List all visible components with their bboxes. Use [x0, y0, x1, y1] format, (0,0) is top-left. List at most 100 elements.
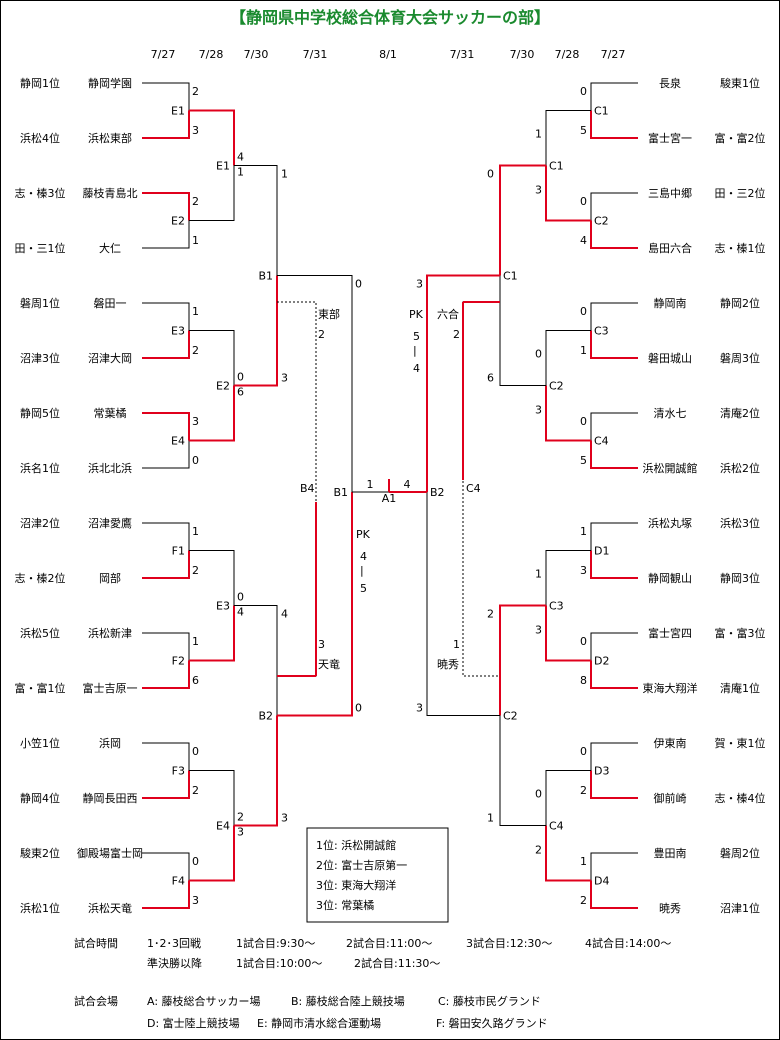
match-code: C1 [594, 105, 609, 118]
match-score: 0 [580, 305, 587, 318]
match-code: C1 [503, 270, 518, 283]
team-seed: 駿東1位 [720, 76, 760, 90]
match-score: 3 [535, 184, 542, 197]
match-score: 3 [535, 624, 542, 637]
match-code: E3 [216, 600, 230, 613]
match-score: 0 [580, 745, 587, 758]
match-score: 3 [535, 404, 542, 417]
bracket-line [189, 330, 235, 386]
result-line: 1位: 浜松開誠館 [316, 838, 396, 852]
team-seed: 磐周3位 [720, 351, 760, 365]
bracket-line [142, 550, 190, 579]
date-label-right: 7/27 [601, 48, 626, 61]
team-name: 藤枝青島北 [83, 186, 138, 200]
venue-item: C: 藤枝市民グランド [438, 994, 541, 1008]
team-name: 磐田一 [94, 296, 127, 310]
match-code: F4 [172, 875, 185, 888]
match-code: D2 [594, 655, 609, 668]
venue-item: A: 藤枝総合サッカー場 [147, 994, 261, 1008]
team-seed: 賀・東1位 [715, 736, 766, 750]
match-score: 2 [192, 564, 199, 577]
team-name: 三島中郷 [648, 186, 692, 200]
match-score: 0 [580, 415, 587, 428]
match-code: E2 [171, 215, 185, 228]
team-seed: 静岡3位 [720, 571, 760, 585]
bracket-line [590, 82, 638, 111]
third-place-team: 六合 [437, 307, 459, 321]
match-score: 3 [281, 812, 288, 825]
match-score: 1 [580, 855, 587, 868]
team-name: 御前崎 [654, 791, 687, 805]
venue-item: E: 静岡市清水総合運動場 [257, 1016, 381, 1030]
bracket-line [545, 330, 591, 386]
team-name: 岡部 [99, 571, 121, 585]
match-score: 0 [237, 371, 244, 384]
third-place-score: 3 [318, 638, 325, 651]
match-code: C3 [594, 325, 609, 338]
page-title: 【静岡県中学校総合体育大会サッカーの部】 [230, 8, 550, 27]
match-score: 0 [355, 278, 362, 291]
date-label-right: 7/31 [450, 48, 475, 61]
bracket-line [189, 605, 235, 662]
bracket-line [590, 110, 638, 139]
schedule-head: 準決勝以降 [147, 956, 202, 970]
bracket-line [142, 660, 190, 689]
match-code: B2 [430, 486, 445, 499]
match-code: C3 [549, 600, 564, 613]
match-score: 1 [192, 525, 199, 538]
team-seed: 富・富2位 [715, 131, 766, 145]
bracket-line [545, 605, 591, 662]
team-seed: 浜松4位 [20, 131, 60, 145]
team-name: 富士宮四 [648, 626, 692, 640]
match-code: C2 [503, 710, 518, 723]
team-name: 東海大翔洋 [643, 681, 698, 695]
match-score: 1 [535, 568, 542, 581]
team-seed: 駿東2位 [20, 846, 60, 860]
final-code: A1 [382, 492, 397, 505]
team-name: 浜松新津 [88, 626, 132, 640]
match-score: 6 [192, 674, 199, 687]
bracket-line [142, 412, 190, 441]
match-score: 1 [487, 812, 494, 825]
team-name: 豊田南 [654, 847, 687, 860]
match-score: 1 [192, 635, 199, 648]
third-place-score: 1 [453, 638, 460, 651]
bracket-line [590, 742, 638, 771]
match-score: 5 [580, 124, 587, 137]
match-code: C1 [549, 160, 564, 173]
match-score: 2 [237, 811, 244, 824]
team-seed: 志・榛2位 [15, 571, 66, 585]
team-seed: 浜松5位 [20, 626, 60, 640]
bracket-line [545, 165, 591, 222]
team-seed: 磐周2位 [720, 846, 760, 860]
result-line: 3位: 常葉橘 [316, 898, 374, 912]
bracket-line [590, 770, 638, 799]
team-seed: 沼津2位 [20, 516, 60, 530]
pk-dash: | [413, 344, 417, 357]
team-name: 浜松天竜 [88, 901, 132, 915]
team-seed: 志・榛3位 [15, 186, 66, 200]
team-seed: 沼津3位 [20, 351, 60, 365]
team-name: 浜岡 [99, 737, 121, 750]
team-name: 富士宮一 [648, 131, 692, 145]
team-seed: 小笠1位 [20, 736, 60, 750]
match-score: 2 [580, 894, 587, 907]
bracket-line [234, 165, 278, 276]
team-seed: 浜松2位 [720, 461, 760, 475]
bracket-line [277, 492, 353, 717]
bracket-line [142, 110, 190, 139]
bracket-line [189, 385, 235, 442]
bracket-line [142, 852, 190, 881]
match-score: 0 [580, 635, 587, 648]
team-name: 沼津愛鷹 [88, 516, 132, 530]
match-score: 8 [580, 674, 587, 687]
result-line: 3位: 東海大翔洋 [316, 878, 396, 892]
venue-item: D: 富士陸上競技場 [147, 1016, 240, 1030]
match-score: 1 [237, 166, 244, 179]
match-score: 4 [281, 608, 288, 621]
bracket-line [234, 275, 278, 387]
pk-score: 4 [360, 550, 367, 563]
bracket-line [142, 632, 190, 661]
match-code: B2 [258, 710, 273, 723]
bracket-line [189, 165, 235, 221]
